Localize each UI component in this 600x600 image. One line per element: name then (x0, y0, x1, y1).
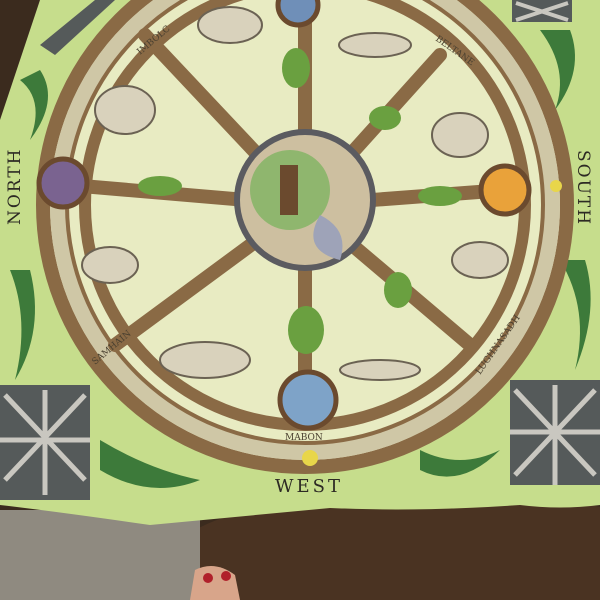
center-tree-trunk (280, 165, 298, 215)
south-orb (478, 163, 532, 217)
boar-icon (81, 246, 139, 284)
salmon-icon (339, 359, 421, 381)
animal-illustrations (81, 6, 509, 381)
eagle-icon (338, 32, 412, 58)
celtic-knot-bottom-left (0, 385, 90, 500)
label-south: SOUTH (573, 150, 593, 226)
west-sun-icon (302, 450, 318, 466)
south-sun-icon (550, 180, 562, 192)
bear-icon (197, 6, 263, 44)
celtic-knot-top-right (512, 0, 572, 22)
spoke-leaves (138, 48, 462, 354)
celtic-knot-bottom-right (510, 380, 600, 485)
painted-toenail-2 (221, 571, 231, 581)
wheel-outer-rim (36, 0, 574, 474)
wooden-table (170, 490, 600, 600)
label-north: NORTH (5, 148, 25, 225)
center-water (313, 215, 343, 260)
celtic-knot-top-left (40, 0, 115, 55)
carpet-corner (0, 510, 200, 600)
label-mabon: MABON (285, 433, 323, 443)
west-orb (277, 369, 339, 431)
label-west: WEST (275, 476, 343, 497)
hound-icon (451, 241, 509, 279)
painted-toenail (203, 573, 213, 583)
north-orb (36, 156, 90, 210)
owl-icon (159, 341, 251, 379)
east-orb (275, 0, 321, 28)
foliage-decor (10, 30, 591, 488)
wolf-icon (94, 85, 156, 135)
stag-icon (431, 112, 489, 158)
